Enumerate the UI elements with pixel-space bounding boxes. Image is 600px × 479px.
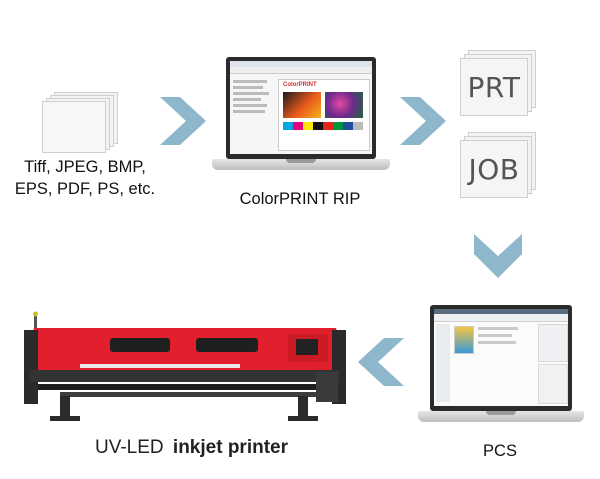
input-documents-stack — [42, 92, 120, 153]
rip-laptop: ColorPRINT — [212, 57, 390, 177]
chevron-right-icon — [400, 97, 446, 145]
printer-label: UV-LED inkjet printer — [95, 437, 335, 459]
rip-brand-text: ColorPRINT — [283, 82, 317, 88]
input-formats-label: Tiff, JPEG, BMP, EPS, PDF, PS, etc. — [14, 158, 156, 198]
prt-file-stack: PRT — [458, 50, 542, 120]
document-stack-icon — [42, 101, 106, 153]
chevron-right-icon — [160, 97, 206, 145]
chevron-left-icon — [358, 338, 404, 386]
printer-icon — [24, 311, 346, 421]
uv-led-printer — [20, 308, 350, 423]
pcs-software-screen — [434, 309, 568, 406]
document-stack-icon: JOB — [460, 140, 528, 198]
pcs-label: PCS — [483, 442, 517, 460]
job-file-stack: JOB — [458, 132, 542, 202]
rip-software-screen: ColorPRINT — [230, 61, 372, 154]
printer-label-prefix: UV-LED — [95, 437, 164, 458]
printer-label-suffix: inkjet printer — [172, 437, 288, 458]
job-text: JOB — [468, 153, 520, 186]
rip-label: ColorPRINT RIP — [239, 190, 361, 208]
chevron-down-icon — [474, 234, 522, 278]
document-stack-icon: PRT — [460, 58, 528, 116]
prt-text: PRT — [467, 71, 521, 104]
pcs-laptop — [418, 305, 584, 429]
